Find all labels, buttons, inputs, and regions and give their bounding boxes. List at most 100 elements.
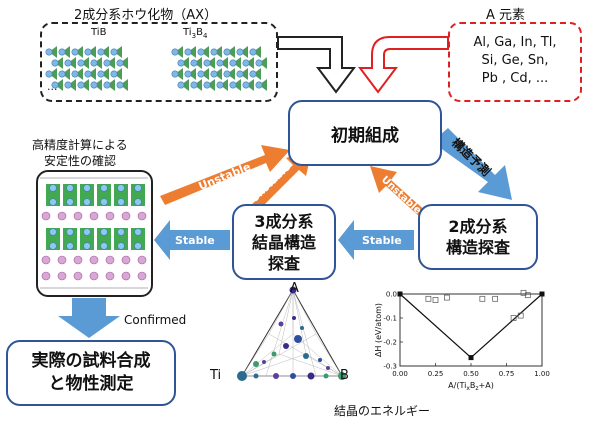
boron-prism [75,68,83,80]
stability-title-line-1: 高精度計算による [32,138,128,152]
titanium-atom [49,228,57,236]
structure-prediction-arrow [432,128,512,200]
titanium-atom [116,59,124,67]
black-flow-arrow [277,36,356,94]
titanium-atom [134,198,142,206]
titanium-atom [66,242,74,250]
boron-prism [75,46,83,58]
metastable-point [425,295,432,302]
stable-arrow-right [338,220,414,260]
titanium-atom [66,198,74,206]
titanium-atom [249,48,257,56]
boron-prism [88,46,96,58]
x-tick-label: 0.25 [428,370,444,378]
titanium-atom [49,242,57,250]
boron-prism [246,57,254,69]
boride-octahedron [46,184,60,206]
ternary-phase-point [318,358,322,362]
boride-octahedron [80,228,94,250]
a-element-atom [89,271,99,281]
boron-prism [175,46,183,58]
y-tick-label: -0.1 [383,315,397,323]
boron-prism [253,68,261,80]
initial-composition-box: 初期組成 [288,100,442,166]
titanium-atom [103,81,111,89]
boride-octahedron [80,184,94,206]
boron-prism [88,68,96,80]
x-tick-label: 0.75 [499,370,515,378]
a-element-atom [121,271,131,281]
titanium-atom [100,184,108,192]
tie-line [292,289,307,355]
ternary-phase-point [237,371,247,381]
boron-prism [201,68,209,80]
titanium-atom [64,59,72,67]
x-tick-label: 0.00 [392,370,408,378]
boron-prism [101,68,109,80]
ternary-phase-point [283,343,289,349]
a-element-atom [137,255,147,265]
a-elements-list: Al, Ga, In, Tl, Si, Ge, Sn, Pb , Cd, ... [448,34,582,88]
binary-structure-search-box: 2成分系 構造探査 [418,204,538,270]
metastable-point [492,295,498,302]
boron-prism [62,68,70,80]
boron-prism [227,46,235,58]
boron-prism [94,57,102,69]
metastable-point [524,292,531,299]
titanium-atom [242,81,250,89]
titanium-atom [51,59,59,67]
boron-prism [62,46,70,58]
binary-borides-title: 2成分系ホウ化物（AX） [74,8,218,23]
titanium-atom [90,59,98,67]
hull-point [397,291,403,297]
ternary-search-line-3: 探査 [267,253,300,273]
titanium-atom [223,70,231,78]
titanium-atom [177,59,185,67]
titanium-atom [210,70,218,78]
titanium-atom [184,48,192,56]
boron-prism [259,79,267,91]
y-tick-label: -0.2 [383,339,397,347]
boron-prism [214,68,222,80]
titanium-atom [242,59,250,67]
boride-octahedron [97,228,111,250]
boron-prism [114,68,122,80]
initial-composition-label: 初期組成 [331,125,399,146]
boron-prism [259,57,267,69]
boron-prism [55,79,63,91]
ternary-phase-diagram [237,286,346,381]
a-element-atom [73,255,83,265]
boride-octahedron [114,184,128,206]
a-element-atom [41,271,51,281]
crystal-energy-caption: 結晶のエネルギー [334,404,431,418]
x-tick-label: 0.50 [463,370,479,378]
titanium-atom [203,81,211,89]
titanium-atom [203,59,211,67]
x-tick-label: 1.00 [534,370,550,378]
boron-prism [181,57,189,69]
boron-prism [233,57,241,69]
titanium-atom [45,48,53,56]
titanium-atom [110,70,118,78]
titanium-atom [249,70,257,78]
boride-octahedron [46,228,60,250]
a-element-atom [89,211,99,221]
titanium-atom [51,81,59,89]
a-elements-title: A 元素 [486,8,526,23]
titanium-atom [177,81,185,89]
a-elements-line-3: Pb , Cd, ... [481,71,549,86]
boron-prism [207,79,215,91]
titanium-atom [71,48,79,56]
a-element-atom [57,211,67,221]
titanium-atom [64,81,72,89]
boron-prism [207,57,215,69]
metastable-point [432,297,439,303]
structure-label-ti3b4: Ti3B4 [183,27,208,40]
titanium-atom [229,59,237,67]
ternary-vertex-ti: Ti [210,368,222,383]
metastable-point [444,294,450,301]
boride-crystal-structures [45,46,267,91]
ternary-phase-point [253,361,259,367]
ternary-phase-point [273,373,279,379]
titanium-atom [45,70,53,78]
